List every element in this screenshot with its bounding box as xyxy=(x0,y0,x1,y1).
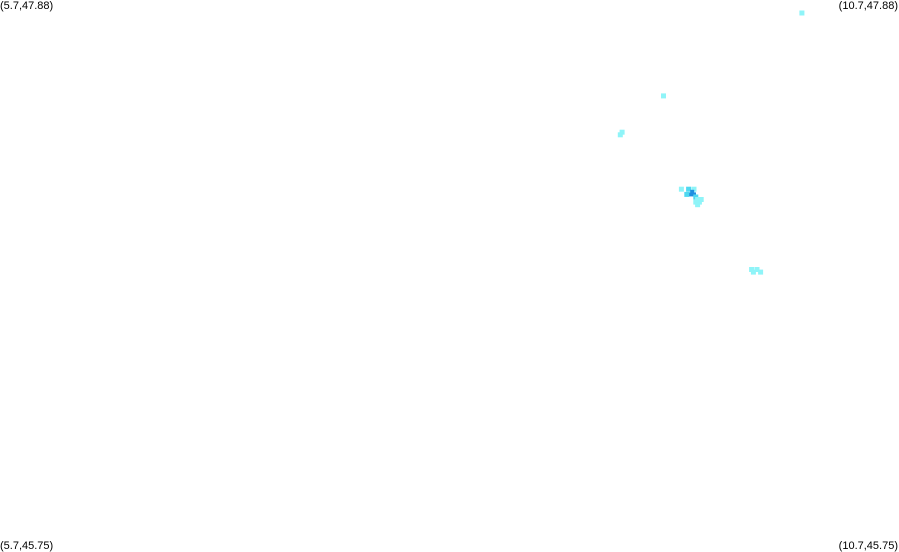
map-point-0 xyxy=(799,10,805,16)
map-point-1 xyxy=(661,93,666,99)
map-point-12 xyxy=(695,197,701,202)
map-point-20 xyxy=(750,269,756,275)
map-point-14 xyxy=(693,199,699,205)
corner-label-bottom-right: (10.7,45.75) xyxy=(838,540,898,552)
map-point-2 xyxy=(619,129,625,135)
map-point-15 xyxy=(698,197,704,202)
map-point-4 xyxy=(678,186,684,192)
map-point-6 xyxy=(691,186,697,192)
map-point-10 xyxy=(684,191,690,197)
map-point-17 xyxy=(749,267,755,272)
map-point-9 xyxy=(692,192,696,197)
map-point-7 xyxy=(690,189,695,194)
map-point-5 xyxy=(686,186,692,192)
corner-label-top-left: (5.7,47.88) xyxy=(0,0,54,12)
map-point-13 xyxy=(696,199,702,205)
map-point-16 xyxy=(695,202,701,208)
map-point-3 xyxy=(617,132,623,138)
map-point-8 xyxy=(688,192,693,197)
corner-label-top-right: (10.7,47.88) xyxy=(838,0,898,12)
map-point-18 xyxy=(754,267,760,272)
map-point-19 xyxy=(758,269,764,275)
corner-label-bottom-left: (5.7,45.75) xyxy=(0,540,54,552)
